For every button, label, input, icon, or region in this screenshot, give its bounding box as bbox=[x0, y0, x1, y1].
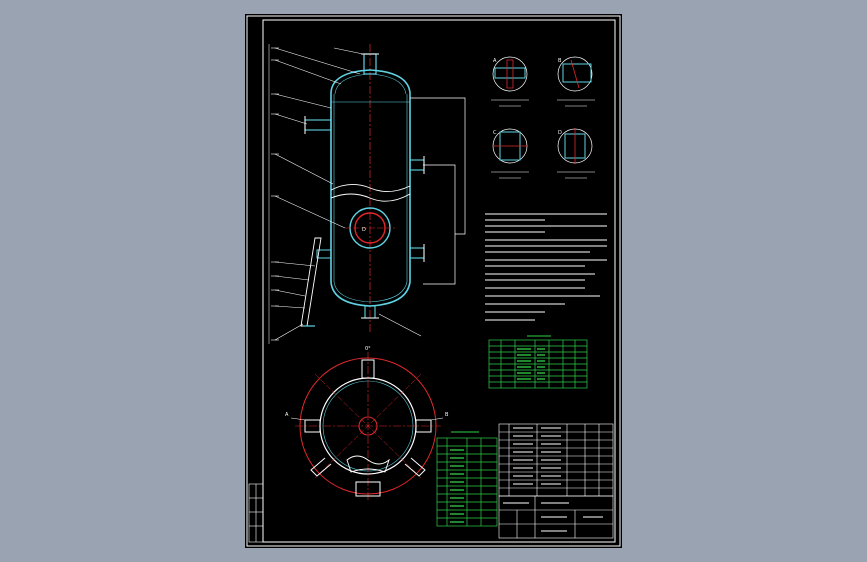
detail-c bbox=[491, 128, 529, 179]
detail-b bbox=[557, 56, 595, 107]
bottom-head-inner bbox=[333, 281, 408, 303]
title-block bbox=[498, 495, 614, 539]
parts-list-text bbox=[513, 427, 561, 485]
right-nozzle-lower bbox=[409, 247, 425, 259]
plan-nozzle-b-label: B bbox=[445, 412, 449, 418]
left-nozzle-lower bbox=[316, 249, 332, 259]
plan-nozzle-bottom bbox=[355, 481, 381, 497]
plan-nozzle-a-label: A bbox=[285, 412, 289, 418]
plan-view bbox=[290, 352, 444, 500]
leader-lines bbox=[274, 47, 422, 341]
top-head-inner bbox=[334, 73, 407, 95]
vessel-elevation: D bbox=[300, 44, 466, 332]
technical-notes bbox=[485, 213, 607, 321]
detail-d-letter: D bbox=[558, 130, 562, 136]
break-line-top bbox=[330, 184, 411, 192]
plan-leg-right bbox=[404, 457, 426, 477]
manhole-label: D bbox=[362, 227, 366, 233]
inner-frame bbox=[262, 19, 616, 543]
detail-c-letter: C bbox=[493, 130, 497, 136]
design-data-table-text bbox=[517, 348, 545, 380]
break-line-bottom bbox=[330, 193, 411, 202]
detail-a-letter: A bbox=[493, 58, 497, 64]
level-gauge-line bbox=[410, 97, 466, 235]
title-block-text bbox=[503, 502, 603, 532]
nozzle-table bbox=[436, 431, 498, 527]
detail-d bbox=[557, 128, 595, 179]
instrument-line bbox=[423, 164, 456, 285]
right-nozzle-upper bbox=[409, 159, 425, 171]
nozzle-table-text bbox=[450, 449, 464, 523]
bottom-head bbox=[330, 281, 411, 307]
plan-break-section bbox=[346, 455, 390, 473]
detail-b-letter: B bbox=[558, 58, 562, 64]
cad-drawing: D bbox=[246, 15, 621, 547]
plan-leader-left bbox=[290, 417, 306, 421]
plan-dim-label: 0° bbox=[365, 346, 371, 352]
detail-a bbox=[491, 56, 529, 107]
plan-leg-left bbox=[310, 457, 332, 477]
drawing-sheet: D bbox=[245, 14, 622, 548]
plan-nozzle-top bbox=[361, 359, 375, 379]
design-data-table bbox=[488, 335, 588, 389]
leader-tick-marks bbox=[271, 47, 279, 341]
support-leg-left bbox=[300, 237, 322, 327]
plan-diagonal-b bbox=[314, 373, 422, 479]
plan-leader-right bbox=[430, 417, 444, 421]
plan-nozzle-right bbox=[415, 419, 432, 433]
left-nozzle bbox=[304, 119, 332, 131]
plan-nozzle-left bbox=[304, 419, 321, 433]
detail-views bbox=[491, 56, 595, 179]
outer-frame bbox=[246, 15, 621, 547]
revision-block bbox=[248, 483, 264, 543]
